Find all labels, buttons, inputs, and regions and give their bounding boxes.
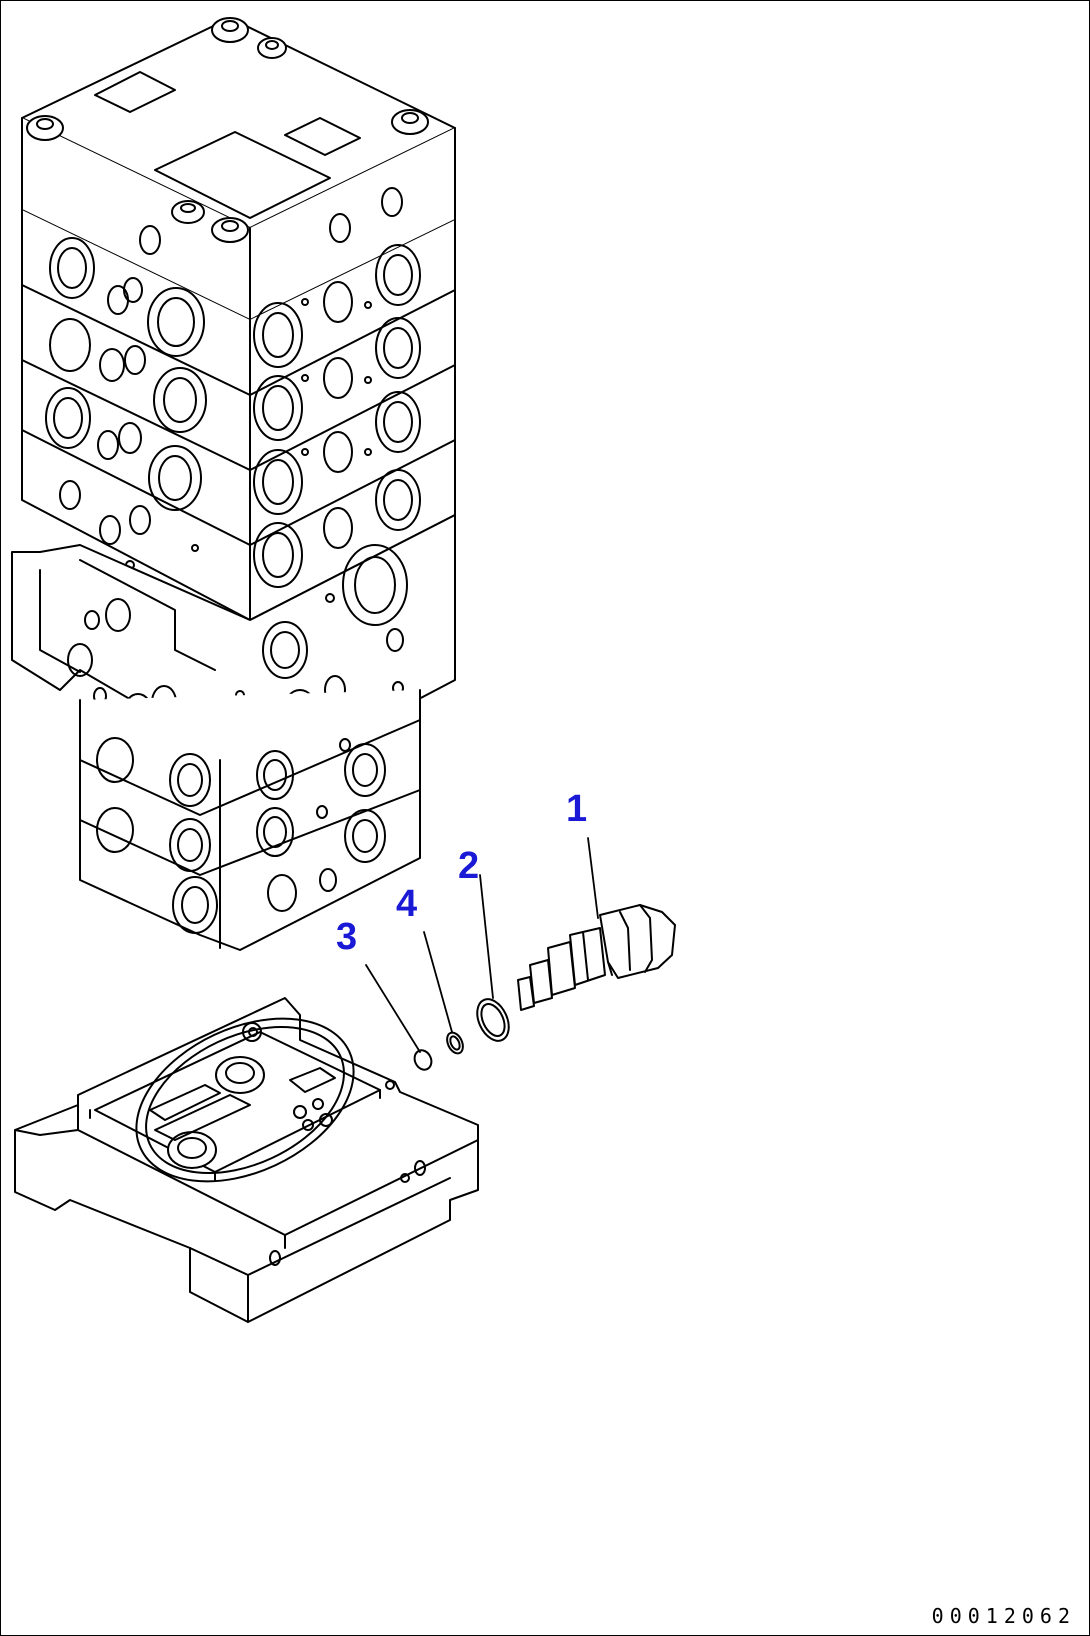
plug-part-3	[413, 1049, 433, 1071]
callout-3: 3	[336, 916, 358, 958]
leader-line-2	[479, 874, 494, 999]
o-ring-part-2	[476, 998, 510, 1042]
leader-lines	[365, 837, 599, 1053]
leader-line-3	[365, 964, 421, 1053]
valve-cartridge-part-1	[517, 904, 676, 1011]
control-valve-stack	[11, 17, 456, 951]
leader-line-1	[587, 837, 599, 919]
callout-2: 2	[458, 845, 480, 887]
valve-end-cover	[14, 997, 479, 1323]
callout-4: 4	[396, 883, 418, 925]
o-ring-part-4	[446, 1031, 464, 1055]
leader-line-4	[423, 931, 453, 1033]
callout-1: 1	[566, 788, 588, 830]
drawing-number: 00012062	[931, 1604, 1076, 1628]
